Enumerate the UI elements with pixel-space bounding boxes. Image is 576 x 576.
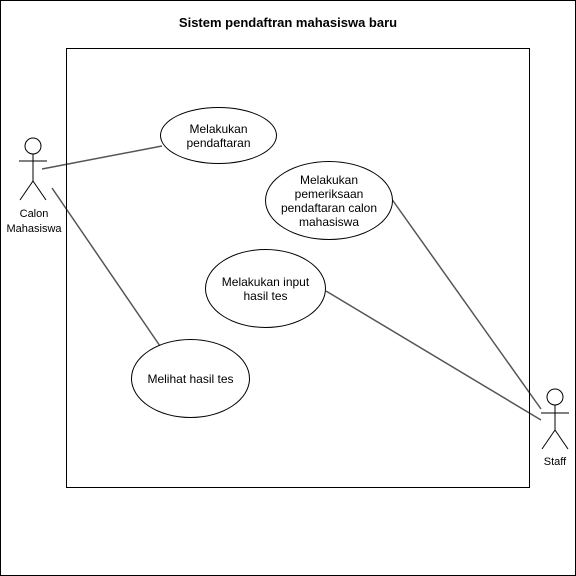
- usecase-label: Melihat hasil tes: [147, 371, 234, 386]
- actor-label-line: Calon: [19, 208, 49, 220]
- association-calon-lihat-hasil: [51, 187, 161, 347]
- actor-staff-label: Staff: [543, 456, 567, 468]
- association-calon-pendaftaran: [41, 145, 163, 170]
- actor-calon-mahasiswa-figure: [19, 137, 47, 201]
- actor-label-line: Mahasiswa: [6, 223, 62, 235]
- system-boundary: [66, 48, 530, 488]
- usecase-label: Melakukan input hasil tes: [221, 274, 310, 303]
- usecase-label: Melakukan pemeriksaan pendaftaran calon …: [280, 172, 378, 229]
- association-staff-pemeriksaan: [390, 197, 542, 410]
- usecase-melakukan-pemeriksaan[interactable]: Melakukan pemeriksaan pendaftaran calon …: [265, 161, 393, 240]
- usecase-melakukan-input-hasil-tes[interactable]: Melakukan input hasil tes: [205, 249, 326, 328]
- usecase-melakukan-pendaftaran[interactable]: Melakukan pendaftaran: [160, 107, 277, 164]
- association-staff-input-hasil: [325, 290, 542, 421]
- actor-calon-mahasiswa-label: Calon Mahasiswa: [1, 207, 67, 237]
- usecase-melihat-hasil-tes[interactable]: Melihat hasil tes: [131, 339, 250, 418]
- usecase-label: Melakukan pendaftaran: [186, 121, 251, 150]
- actor-staff-figure: [541, 388, 569, 450]
- diagram-title: Sistem pendaftran mahasiswa baru: [178, 15, 398, 30]
